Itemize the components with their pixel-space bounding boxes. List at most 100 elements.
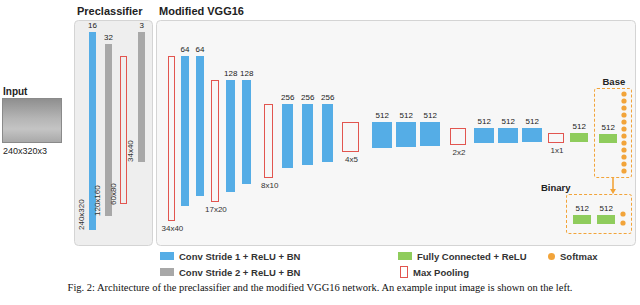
conv-stride1-layer: 64 [196,56,204,196]
legend-text: Conv Stride 2 + ReLU + BN [179,267,300,278]
output-head-box: Binary512512 [566,194,632,234]
conv-stride1-layer: 512 [396,122,416,147]
head-title: Base [603,76,626,87]
channel-count: 16 [88,21,97,31]
max-pooling-layer: 17x20 [211,80,219,202]
panel-title: Preclassifier [77,4,142,18]
channel-count: 512 [400,111,413,121]
legend-swatch [398,252,412,260]
legend-text: Max Pooling [413,267,469,278]
output-head-box: Base512 [594,88,632,178]
channel-count: 512 [573,122,586,132]
legend-swatch [548,253,555,260]
channel-count: 128 [224,69,237,79]
head-connector [610,178,616,194]
conv-stride1-layer: 128 [226,80,235,192]
feature-size: 34x40 [162,224,184,234]
network-panel: Preclassifier16240x32032120x16060x80334x… [74,20,152,245]
network-panel: Modified VGG1634x40646417x201281288x1025… [156,20,636,245]
input-title: Input [3,86,27,98]
fully-connected-layer: 512 [597,215,615,224]
conv-stride1-layer: 512 [420,122,440,146]
conv-stride1-layer: 256 [282,104,293,168]
softmax-dot [621,112,626,117]
conv-stride1-layer: 512 [498,128,518,143]
channel-count: 512 [526,117,539,127]
conv-stride1-layer: 256 [302,104,313,165]
conv-stride2-layer: 334x40 [138,32,145,162]
max-pooling-layer: 2x2 [450,128,466,145]
channel-count: 512 [424,111,437,121]
channel-count: 512 [602,123,615,133]
max-pooling-layer: 60x80 [120,56,127,204]
legend-text: Softmax [560,251,597,262]
feature-size: 120x160 [93,185,103,216]
channel-count: 128 [240,69,253,79]
softmax-dot [621,91,626,96]
head-title: Binary [541,182,571,193]
softmax-dot [621,126,626,131]
channel-count: 256 [321,93,334,103]
legend-entry: Softmax [548,249,597,263]
fully-connected-layer: 512 [599,134,617,143]
conv-stride1-layer: 512 [522,128,542,142]
legend-sample [400,266,408,278]
softmax-dot [621,161,626,166]
fully-connected-layer: 512 [573,215,591,224]
softmax-dot [621,105,626,110]
feature-size: 2x2 [453,148,466,158]
max-pooling-layer: 4x5 [342,122,359,152]
softmax-dot [620,220,625,225]
feature-size: 240x320 [77,199,87,230]
preclassifier-panel [75,21,153,246]
vgg-panel [157,21,636,246]
max-pooling-layer: 8x10 [264,104,273,178]
fully-connected-layer: 512 [570,133,588,142]
softmax-dots [620,91,626,225]
feature-size: 60x80 [109,183,119,205]
conv-stride1-layer: 256 [322,104,333,162]
legend-swatch [160,252,174,260]
softmax-dot [621,133,626,138]
channel-count: 64 [196,45,205,55]
conv-stride1-layer: 64 [181,56,189,206]
feature-size: 34x40 [126,140,136,162]
input-image: Input240x320x3 [2,98,62,143]
feature-size: 1x1 [551,146,564,156]
channel-count: 512 [600,204,613,214]
channel-count: 64 [181,45,190,55]
softmax-dot [621,168,626,173]
legend-entry: Fully Connected + ReLU [398,249,527,263]
channel-count: 256 [281,93,294,103]
softmax-dot [621,154,626,159]
conv-stride1-layer: 512 [372,122,392,148]
channel-count: 512 [502,117,515,127]
legend-entry: Max Pooling [400,265,469,279]
max-pooling-layer: 34x40 [168,56,175,221]
input-size: 240x320x3 [3,146,47,157]
max-pooling-layer: 1x1 [548,133,564,143]
channel-count: 3 [140,21,144,31]
softmax-dot [621,98,626,103]
legend-text: Conv Stride 1 + ReLU + BN [179,251,300,262]
legend-text: Fully Connected + ReLU [417,251,527,262]
channel-count: 512 [478,117,491,127]
conv-stride1-layer: 128 [242,80,251,184]
channel-count: 32 [104,33,113,43]
panel-title: Modified VGG16 [159,4,244,18]
softmax-dot [621,147,626,152]
connector-line [612,178,614,190]
channel-count: 512 [376,111,389,121]
feature-size: 17x20 [205,205,227,215]
channel-count: 512 [576,204,589,214]
conv-stride1-layer: 512 [474,128,494,143]
legend-swatch [160,268,174,276]
legend-entry: Conv Stride 1 + ReLU + BN [160,249,300,263]
softmax-dot [620,211,625,216]
softmax-dot [621,140,626,145]
feature-size: 4x5 [345,155,358,165]
feature-size: 8x10 [261,181,278,191]
